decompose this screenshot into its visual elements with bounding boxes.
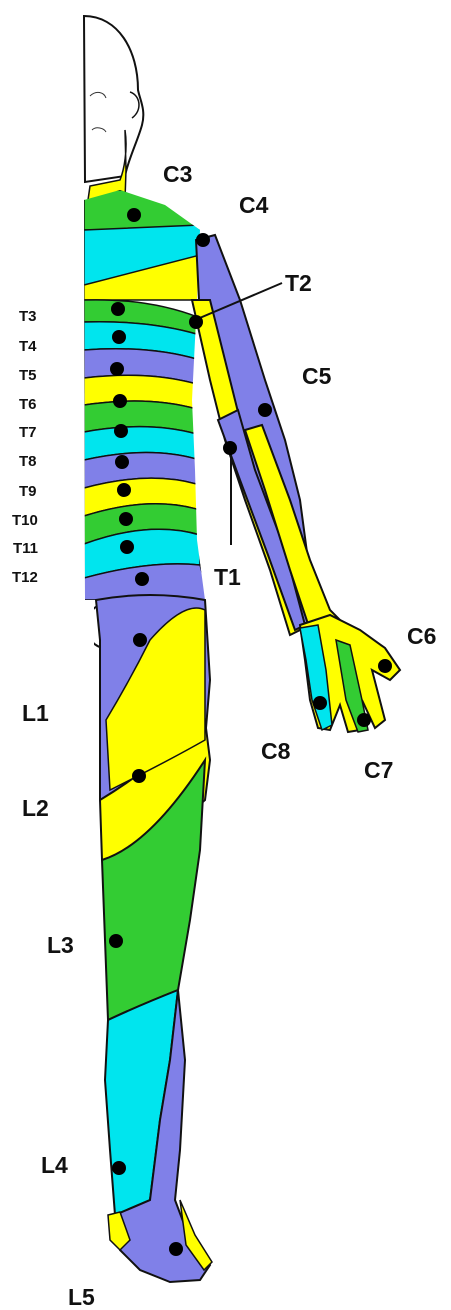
label-l1: L1 [22, 700, 49, 726]
label-c5: C5 [302, 363, 332, 389]
l4-point [112, 1161, 126, 1175]
t2-point [189, 315, 203, 329]
label-t1: T1 [214, 564, 241, 590]
label-t2: T2 [285, 270, 312, 296]
label-c4: C4 [239, 192, 269, 218]
l2-point [132, 769, 146, 783]
t5-point [110, 362, 124, 376]
l1-point [133, 633, 147, 647]
c4-point [196, 233, 210, 247]
c3-band [84, 190, 214, 230]
t1-point [223, 441, 237, 455]
label-l5: L5 [68, 1284, 95, 1310]
label-t11: T11 [13, 540, 38, 557]
label-c6: C6 [407, 623, 436, 649]
label-t3: T3 [19, 308, 37, 325]
label-t8: T8 [19, 453, 37, 470]
t9-point [117, 483, 131, 497]
c3-point [127, 208, 141, 222]
label-t4: T4 [19, 338, 37, 355]
label-l3: L3 [47, 932, 74, 958]
c8-point [313, 696, 327, 710]
t11-point [120, 540, 134, 554]
l5-point [169, 1242, 183, 1256]
label-c3: C3 [163, 161, 192, 187]
label-t9: T9 [19, 483, 37, 500]
label-l2: L2 [22, 795, 49, 821]
label-t5: T5 [19, 367, 37, 384]
t8-point [115, 455, 129, 469]
c6-point [378, 659, 392, 673]
c5-point [258, 403, 272, 417]
label-t12: T12 [12, 569, 38, 586]
t10-point [119, 512, 133, 526]
label-l4: L4 [41, 1152, 68, 1178]
label-c8: C8 [261, 738, 291, 764]
label-c7: C7 [364, 757, 393, 783]
label-t7: T7 [19, 424, 37, 441]
label-t10: T10 [12, 512, 38, 529]
c7-point [357, 713, 371, 727]
label-t6: T6 [19, 396, 37, 413]
t3-point [111, 302, 125, 316]
t7-point [114, 424, 128, 438]
t12-point [135, 572, 149, 586]
torso [84, 190, 214, 600]
hand [300, 615, 400, 732]
head [84, 16, 143, 200]
t4-point [112, 330, 126, 344]
l3-point [109, 934, 123, 948]
t6-point [113, 394, 127, 408]
